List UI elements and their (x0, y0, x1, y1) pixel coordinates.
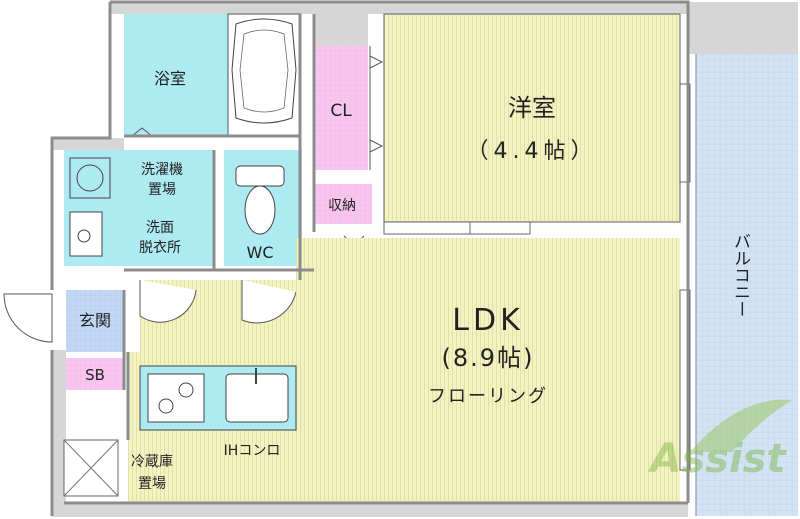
bathtub-inner-icon (239, 29, 289, 113)
entrance-label: 玄関 (79, 311, 111, 330)
shoe-box (66, 358, 124, 390)
shoe-box-label: SB (85, 366, 105, 384)
bottom-wall (52, 503, 688, 517)
washroom-door-swing (139, 280, 197, 323)
closet-door-lower (369, 139, 384, 153)
left-lower-wall (52, 350, 66, 516)
wall-lines (50, 0, 690, 516)
closet-cl-frame (314, 14, 368, 46)
bathtub-icon (231, 18, 297, 124)
washroom-label-1: 洗面 (146, 220, 174, 236)
front-door-swing (3, 293, 53, 343)
stove-burner-icon (178, 382, 194, 398)
western-room-floor (383, 13, 681, 223)
western-room-window (679, 83, 691, 183)
closet-door-upper (369, 55, 384, 69)
washing-machine-drum-icon (76, 164, 104, 192)
closet-cl-floor (314, 46, 368, 170)
watermark-text: Assist (647, 436, 787, 482)
storage-floor (314, 184, 372, 224)
toilet-bowl-icon (244, 185, 276, 235)
bathroom-floor (124, 14, 228, 136)
storage-label: 収納 (328, 198, 356, 214)
stove-burner-icon (158, 398, 174, 414)
top-right-pillar (688, 2, 798, 54)
entrance-floor (66, 290, 124, 352)
fridge-cross-icon (63, 439, 119, 497)
western-room-name: 洋室 (508, 94, 556, 122)
western-room-size: （4.4帖） (467, 139, 598, 164)
assist-logo: Assist (647, 399, 792, 482)
washroom-label-2: 脱衣所 (139, 240, 181, 256)
balcony-area (696, 54, 798, 516)
stove-label: IHコンロ (224, 443, 281, 459)
ldk-window (679, 289, 691, 471)
fridge-label-2: 置場 (138, 476, 166, 492)
toilet-door-swing (241, 280, 297, 324)
ih-stove-icon (147, 373, 205, 423)
balcony-label: バルコニー (730, 233, 750, 318)
washbasin-icon (69, 211, 103, 257)
ldk-name: LDK (452, 303, 524, 338)
washbasin-bowl-icon (77, 229, 91, 243)
toilet-tank-icon (235, 165, 285, 187)
left-wall-block (52, 138, 124, 150)
bath-door-mark (131, 127, 153, 137)
washer-label-2: 置場 (148, 182, 176, 198)
flooring-label: フローリング (428, 386, 548, 407)
bath-label: 浴室 (154, 69, 186, 88)
ldk-size: (8.9帖) (442, 344, 535, 372)
washer-label-1: 洗濯機 (141, 162, 183, 178)
fridge-label-1: 冷蔵庫 (131, 453, 173, 470)
ldk-floor (296, 238, 680, 503)
sliding-door (383, 221, 531, 235)
exterior-wall (110, 2, 798, 14)
toilet-label: WC (247, 243, 274, 262)
washing-machine-icon (69, 157, 111, 199)
closet-label: CL (330, 101, 352, 121)
